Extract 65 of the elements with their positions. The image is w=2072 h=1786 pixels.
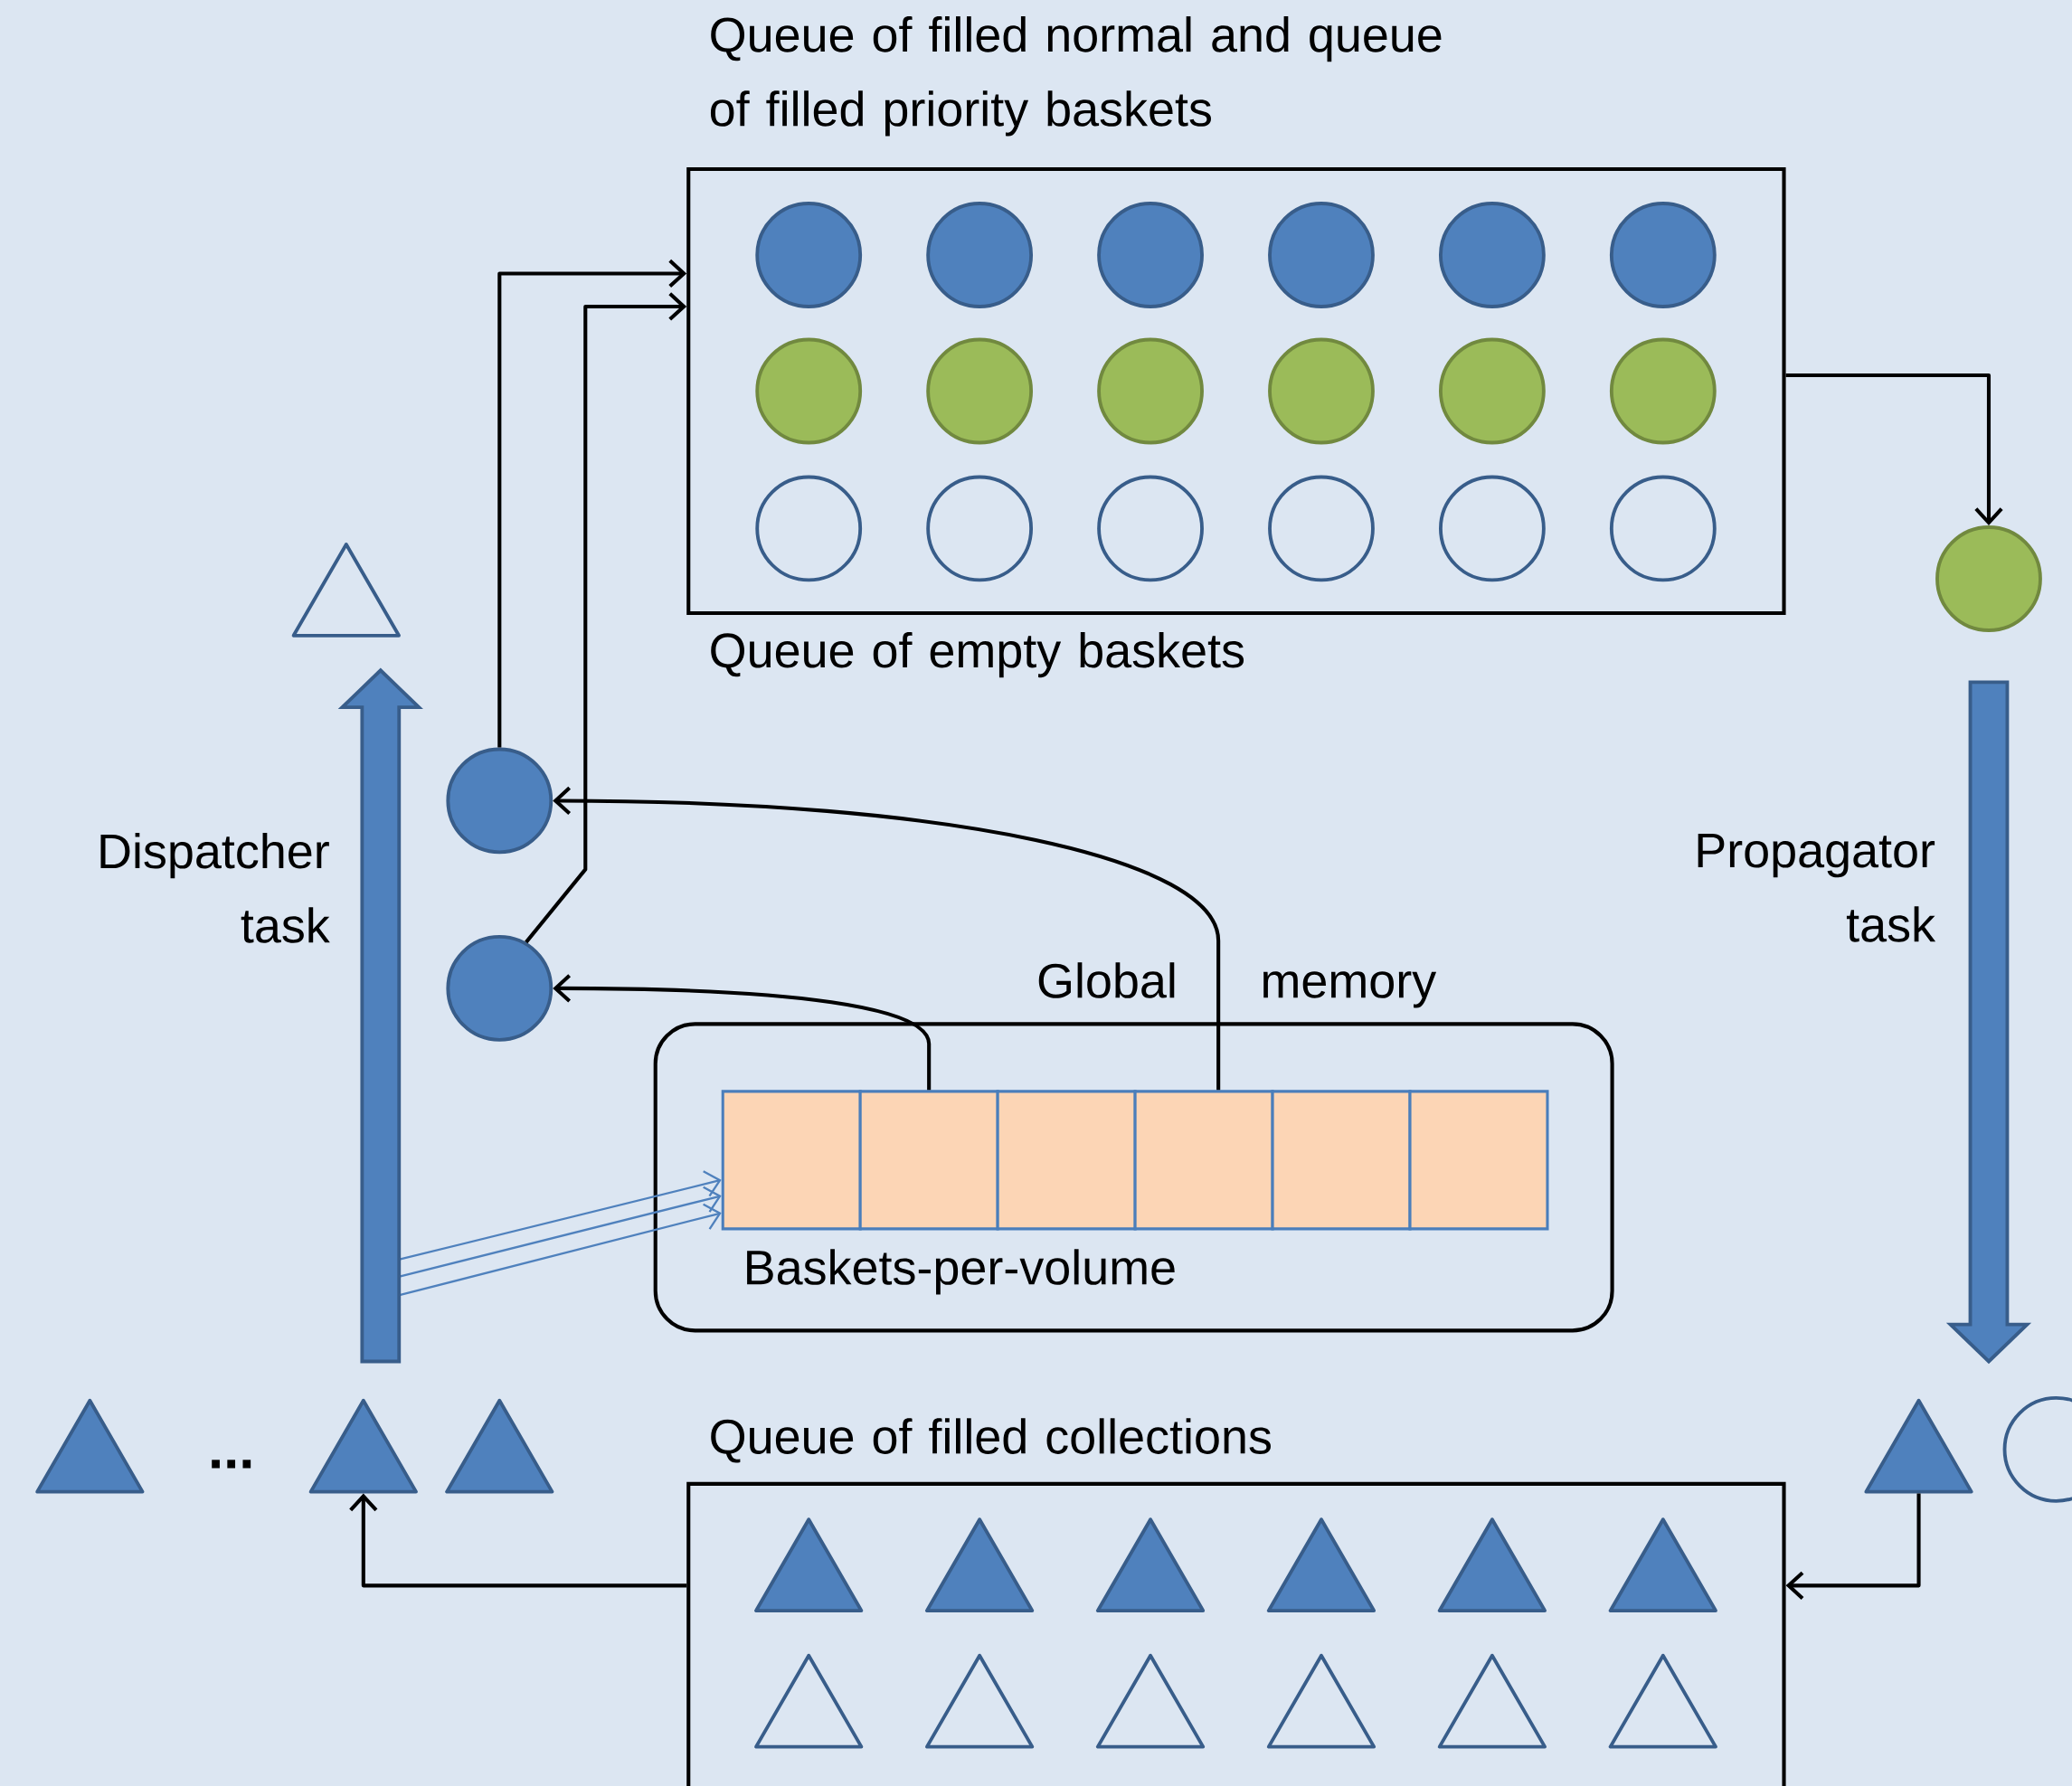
token-circle	[1609, 201, 1717, 308]
queue-box: Queue of filled normal and queue of filled priority baskets Queue of empty baskets	[686, 15, 1786, 677]
token-circle	[446, 934, 553, 1042]
block-arrow	[337, 667, 423, 1364]
token-triangle	[1608, 1517, 1717, 1612]
arrow	[553, 786, 1221, 1091]
token-triangle	[925, 1517, 1035, 1612]
token-triangle	[754, 1517, 864, 1612]
token-circle	[1097, 201, 1204, 308]
token-triangle	[925, 1653, 1035, 1749]
token-triangle	[1864, 1398, 1973, 1494]
token-triangle	[1608, 1653, 1717, 1749]
node-label: Queue of filled collections	[711, 1418, 1271, 1463]
token-circle	[755, 337, 863, 445]
token-triangle	[1095, 1653, 1206, 1749]
arrow	[1785, 1493, 1921, 1600]
token-circle	[1097, 337, 1204, 445]
arrow	[1785, 373, 2003, 525]
memory-cell	[1408, 1090, 1549, 1231]
token-triangle	[1437, 1517, 1547, 1612]
node-label: Global memory	[1038, 962, 1437, 1008]
token-circle	[1268, 475, 1375, 582]
token-circle	[446, 747, 553, 855]
token-circle	[1268, 337, 1375, 445]
token-circle	[926, 201, 1034, 308]
memory-box: Global memory Baskets-per-volume	[653, 962, 1614, 1333]
arrow	[349, 1493, 687, 1588]
arrow	[497, 259, 687, 748]
token-triangle	[1266, 1653, 1377, 1749]
block-arrow	[1945, 680, 2032, 1364]
memory-cell	[721, 1090, 862, 1231]
token-triangle	[1266, 1517, 1377, 1612]
token-circle	[1439, 337, 1546, 445]
ellipsis-text: ...	[212, 1460, 251, 1469]
memory-cell	[996, 1090, 1137, 1231]
token-triangle	[35, 1398, 145, 1494]
token-circle	[1097, 475, 1204, 582]
token-circle	[1439, 201, 1546, 308]
token-circle	[755, 475, 863, 582]
arrow	[525, 292, 687, 943]
token-triangle	[1437, 1653, 1547, 1749]
edge-label: Propagator task	[1698, 833, 1936, 942]
token-circle	[926, 337, 1034, 445]
token-triangle	[754, 1653, 864, 1749]
token-circle	[1268, 201, 1375, 308]
token-triangle	[291, 542, 401, 638]
token-circle	[1609, 337, 1717, 445]
node-label: Queue of filled normal and queue of filled priority baskets	[710, 15, 1442, 137]
node-label: Queue of empty baskets	[711, 631, 1244, 677]
arrow	[400, 1186, 722, 1278]
token-circle	[926, 475, 1034, 582]
memory-cell	[858, 1090, 999, 1231]
token-triangle	[1095, 1517, 1206, 1612]
token-circle	[755, 201, 863, 308]
memory-cell	[1133, 1090, 1274, 1231]
token-triangle	[445, 1398, 554, 1494]
queue-box: Queue of filled collections	[686, 1418, 1786, 1786]
token-circle	[1609, 475, 1717, 582]
arrow	[553, 974, 932, 1091]
arrow	[400, 1203, 722, 1296]
token-circle	[1439, 475, 1546, 582]
arrow	[400, 1169, 722, 1261]
token-triangle	[308, 1398, 418, 1494]
edge-label: Dispatcher task	[100, 832, 330, 943]
token-circle	[1935, 524, 2042, 632]
